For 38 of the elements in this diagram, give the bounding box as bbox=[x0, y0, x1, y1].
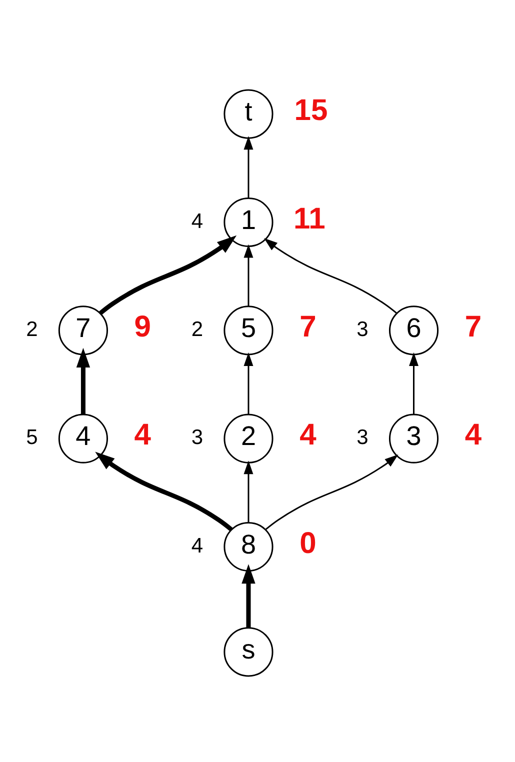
node-label: 4 bbox=[300, 418, 316, 452]
arrow bbox=[409, 352, 418, 414]
arrow bbox=[242, 564, 256, 628]
node-circle: 8 bbox=[224, 521, 274, 572]
node-label: 2 bbox=[191, 317, 204, 340]
arrow bbox=[244, 244, 254, 306]
arrow bbox=[95, 451, 233, 531]
node-circle: t bbox=[224, 88, 274, 138]
node-label: 3 bbox=[356, 426, 368, 449]
arrow bbox=[264, 238, 397, 314]
node-label: 4 bbox=[191, 209, 204, 232]
node-label: 4 bbox=[464, 418, 482, 452]
node-label: 11 bbox=[294, 202, 326, 235]
node-label: 15 bbox=[294, 94, 328, 127]
node-circle: 5 bbox=[224, 305, 274, 355]
node-label: 0 bbox=[300, 526, 316, 560]
node-label: 5 bbox=[26, 426, 38, 449]
node-label: 3 bbox=[356, 317, 368, 340]
node-label: 7 bbox=[300, 310, 316, 343]
arrow bbox=[244, 136, 254, 198]
node-circle: 6 bbox=[388, 305, 439, 355]
arrow bbox=[76, 347, 90, 414]
arrow bbox=[265, 454, 398, 530]
node-circle: s bbox=[224, 626, 274, 676]
arrow bbox=[99, 234, 237, 314]
node-label: 4 bbox=[191, 534, 204, 557]
arrow bbox=[244, 352, 254, 414]
node-circle: 3 bbox=[388, 413, 439, 463]
node-label: 3 bbox=[191, 426, 204, 449]
node-label: 4 bbox=[134, 418, 152, 452]
node-circle: 2 bbox=[224, 413, 274, 463]
node-circle: 1 bbox=[224, 196, 274, 247]
arrow bbox=[244, 460, 254, 522]
node-label: 9 bbox=[134, 310, 152, 343]
node-circle: 7 bbox=[58, 305, 108, 355]
node-label: 2 bbox=[26, 317, 38, 340]
node-circle: 4 bbox=[58, 413, 108, 463]
node-label: 7 bbox=[464, 310, 482, 343]
